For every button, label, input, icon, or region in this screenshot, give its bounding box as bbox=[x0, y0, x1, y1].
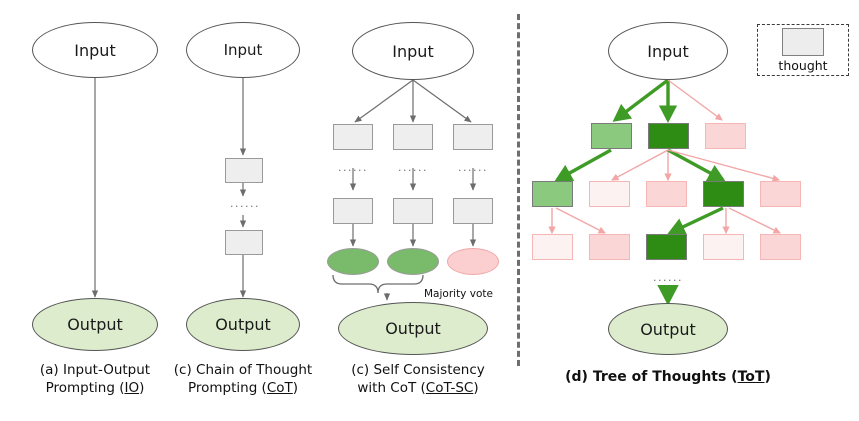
panel-c-ellipsis-1: ...... bbox=[338, 161, 368, 174]
thought-swatch-icon bbox=[782, 27, 824, 56]
panel-d-node-l3-4 bbox=[703, 234, 744, 260]
panel-d-caption-suffix: ) bbox=[764, 369, 771, 385]
panel-c-thought-box-r2c1 bbox=[333, 198, 373, 224]
panel-d-caption-line: (d) Tree of Thoughts (ToT) bbox=[560, 368, 776, 386]
panel-c-caption: (c) Self Consistency with CoT (CoT-SC) bbox=[330, 362, 506, 398]
panel-d-node-l3-3 bbox=[646, 234, 687, 260]
panel-d-node-l1-2 bbox=[648, 123, 689, 149]
panel-a-caption-prefix: Prompting ( bbox=[45, 379, 125, 396]
panel-c-ellipsis-3: ...... bbox=[458, 161, 488, 174]
panel-a-output-label: Output bbox=[67, 315, 123, 334]
panel-d-node-l3-5 bbox=[760, 234, 801, 260]
panel-b-caption-prefix: Prompting ( bbox=[187, 379, 267, 396]
panel-c-caption-abbr: CoT-SC bbox=[425, 379, 474, 396]
panel-a-input-node: Input bbox=[32, 22, 158, 78]
panel-d-ellipsis: ...... bbox=[653, 271, 683, 284]
panel-b-caption: (c) Chain of Thought Prompting (CoT) bbox=[160, 362, 326, 398]
panel-a-caption: (a) Input-Output Prompting (IO) bbox=[10, 362, 180, 398]
panel-c-thought-box-r1c2 bbox=[393, 124, 433, 150]
panel-c-caption-line2: with CoT (CoT-SC) bbox=[330, 380, 506, 398]
panel-c-leaf-1 bbox=[327, 248, 379, 275]
panel-d-node-l2-1 bbox=[532, 181, 573, 207]
panel-c-caption-prefix: with CoT ( bbox=[357, 379, 426, 396]
legend-box: thought bbox=[757, 24, 849, 76]
panel-d-node-l3-1 bbox=[532, 234, 573, 260]
panel-c-majority-vote-label: Majority vote bbox=[424, 288, 493, 300]
panel-a-caption-line2: Prompting (IO) bbox=[10, 380, 180, 398]
panel-b-caption-abbr: CoT bbox=[266, 379, 293, 396]
panel-b-ellipsis: ...... bbox=[230, 197, 260, 210]
panel-d-caption-abbr: ToT bbox=[737, 369, 765, 385]
panel-c-input-label: Input bbox=[392, 41, 434, 61]
panel-d-caption: (d) Tree of Thoughts (ToT) bbox=[560, 368, 776, 386]
panel-b-input-label: Input bbox=[223, 41, 263, 59]
panel-c-leaf-3 bbox=[447, 248, 499, 275]
panel-d-node-l2-2 bbox=[589, 181, 630, 207]
panel-b-output-node: Output bbox=[186, 298, 300, 351]
panel-d-node-l3-2 bbox=[589, 234, 630, 260]
panel-divider bbox=[517, 14, 520, 366]
panel-b-output-label: Output bbox=[215, 315, 271, 334]
panel-b-input-node: Input bbox=[186, 22, 300, 78]
panel-d-node-l2-5 bbox=[760, 181, 801, 207]
panel-c-caption-suffix: ) bbox=[473, 379, 479, 396]
panel-c-output-node: Output bbox=[338, 302, 488, 355]
panel-a-output-node: Output bbox=[32, 298, 158, 351]
panel-a-caption-abbr: IO bbox=[124, 379, 140, 396]
panel-c-output-label: Output bbox=[385, 319, 441, 338]
panel-a-caption-line1: (a) Input-Output bbox=[39, 362, 151, 378]
panel-d-node-l1-1 bbox=[591, 123, 632, 149]
panel-c-input-node: Input bbox=[352, 22, 474, 80]
panel-b-caption-line2: Prompting (CoT) bbox=[160, 380, 326, 398]
panel-a-caption-suffix: ) bbox=[139, 379, 145, 396]
panel-b-thought-box-1 bbox=[225, 158, 263, 183]
panel-d-input-node: Input bbox=[608, 22, 728, 80]
panel-b-caption-line1: (c) Chain of Thought bbox=[173, 362, 313, 378]
panel-c-thought-box-r2c3 bbox=[453, 198, 493, 224]
panel-c-caption-line1: (c) Self Consistency bbox=[351, 362, 485, 378]
panel-c-thought-box-r1c1 bbox=[333, 124, 373, 150]
panel-a-input-label: Input bbox=[74, 40, 116, 60]
panel-d-output-node: Output bbox=[608, 303, 728, 355]
panel-b-caption-suffix: ) bbox=[292, 379, 299, 396]
panel-d-node-l2-4 bbox=[703, 181, 744, 207]
panel-d-output-label: Output bbox=[640, 319, 696, 339]
panel-d-caption-prefix: (d) Tree of Thoughts ( bbox=[565, 369, 738, 385]
panel-d-node-l2-3 bbox=[646, 181, 687, 207]
panel-c-thought-box-r2c2 bbox=[393, 198, 433, 224]
panel-d-input-label: Input bbox=[647, 41, 689, 61]
panel-b-thought-box-2 bbox=[225, 230, 263, 255]
legend-label: thought bbox=[778, 57, 828, 73]
panel-d-node-l1-3 bbox=[705, 123, 746, 149]
panel-c-leaf-2 bbox=[387, 248, 439, 275]
panel-c-ellipsis-2: ...... bbox=[398, 161, 428, 174]
panel-c-thought-box-r1c3 bbox=[453, 124, 493, 150]
